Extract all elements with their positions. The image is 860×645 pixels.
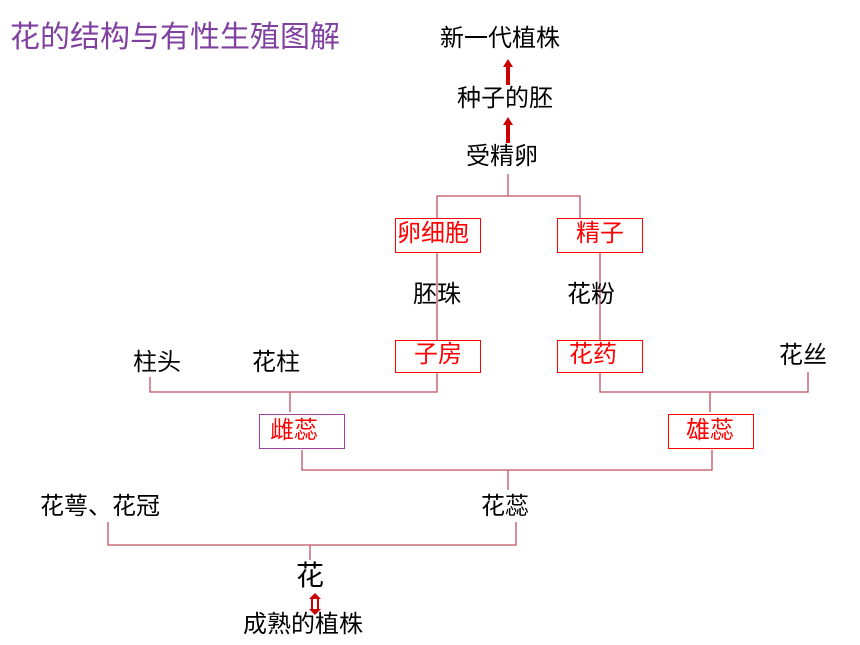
node-sepal-petal: 花萼、花冠 <box>40 492 160 520</box>
node-new-generation: 新一代植株 <box>440 24 560 52</box>
bracket-flower <box>107 522 517 560</box>
node-filament: 花丝 <box>779 341 827 369</box>
box-stamen <box>668 414 754 449</box>
node-flower: 花 <box>296 559 325 592</box>
box-sperm <box>557 218 643 253</box>
node-sperm: 精子 <box>576 219 624 247</box>
bracket-pistil-stamen <box>301 450 713 490</box>
bracket-zygote <box>436 174 581 218</box>
node-mature-plant: 成熟的植株 <box>243 610 363 638</box>
diagram-title: 花的结构与有性生殖图解 <box>10 20 340 55</box>
box-pistil <box>259 414 345 449</box>
box-ovary <box>395 340 481 373</box>
box-anther <box>557 340 643 373</box>
node-stigma: 柱头 <box>133 348 181 376</box>
node-pistil-stamen: 花蕊 <box>481 492 529 520</box>
node-embryo: 种子的胚 <box>457 84 553 112</box>
node-pollen: 花粉 <box>567 280 615 308</box>
node-ovule: 胚珠 <box>413 280 461 308</box>
node-egg-cell: 卵细胞 <box>397 219 469 247</box>
arrow-up-icon <box>503 59 513 85</box>
box-egg-cell <box>395 218 481 253</box>
node-zygote: 受精卵 <box>466 142 538 170</box>
node-stamen: 雄蕊 <box>686 416 734 444</box>
bracket-stamen <box>599 372 809 412</box>
node-pistil: 雌蕊 <box>270 416 318 444</box>
arrow-up-icon <box>503 117 513 143</box>
double-arrow-icon <box>309 593 321 615</box>
node-style: 花柱 <box>252 348 300 376</box>
bracket-pistil <box>149 372 438 412</box>
node-ovary: 子房 <box>414 340 462 368</box>
node-anther: 花药 <box>569 340 617 368</box>
